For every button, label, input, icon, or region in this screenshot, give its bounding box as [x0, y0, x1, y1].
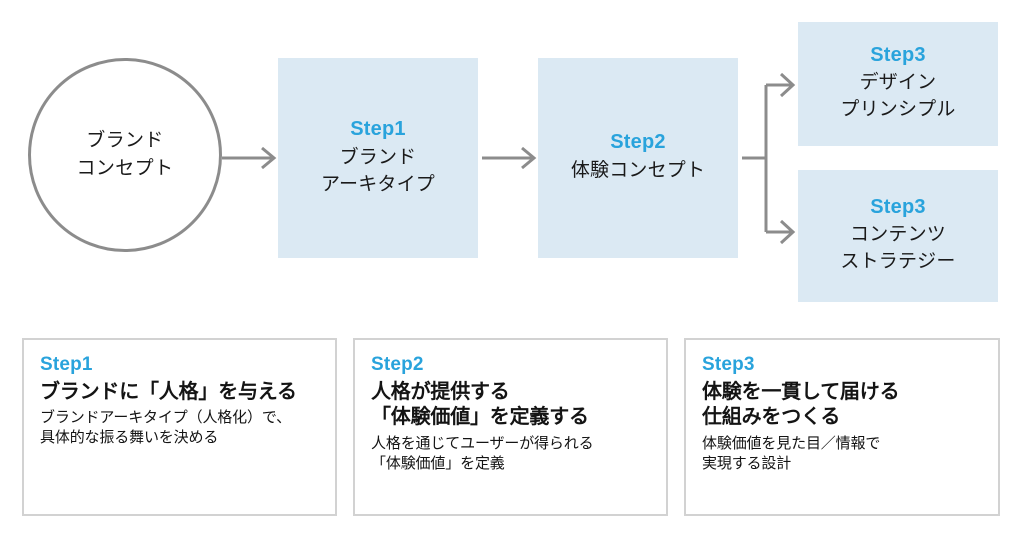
card-step2-title-line-2: 「体験価値」を定義する	[371, 406, 589, 429]
step-box-step2-tag: Step2	[610, 131, 666, 154]
step-box-step1: Step1 ブランド アーキタイプ	[278, 58, 478, 258]
card-step3-title-line-1: 体験を一貫して届ける	[702, 380, 900, 403]
step-box-step3-design-principle-line-1: デザイン	[859, 72, 937, 94]
arrow-head-to-step3a	[779, 72, 796, 98]
step-box-step3-design-principle-tag: Step3	[870, 44, 926, 67]
step-box-step3-content-strategy-line-2: ストラテジー	[840, 251, 956, 272]
node-brand-concept-line-1: ブランド	[86, 130, 164, 152]
node-brand-concept: ブランド コンセプト	[28, 58, 222, 252]
card-row: Step1 ブランドに「人格」を与える ブランドアーキタイプ（人格化）で、 具体…	[22, 338, 1000, 516]
step-box-step1-line-2: アーキタイプ	[320, 173, 435, 195]
step-box-step3-content-strategy-line-1: コンテンツ	[850, 224, 946, 246]
step-box-step1-line-1: ブランド	[339, 146, 417, 168]
step-box-step2-line-1: 体験コンセプト	[570, 160, 706, 182]
card-step3-desc-line-2: 実現する設計	[702, 454, 792, 472]
card-step3-tag: Step3	[702, 354, 755, 375]
card-step2-title-line-1: 人格が提供する	[371, 380, 510, 403]
card-step2-desc-line-2: 「体験価値」を定義	[371, 454, 505, 472]
card-step3-title-line-2: 仕組みをつくる	[702, 406, 841, 429]
card-step3-desc-line-1: 体験価値を見た目／情報で	[702, 434, 881, 452]
arrow-head-circle-to-step1	[261, 146, 277, 170]
step-box-step3-design-principle-line-2: プリンシプル	[840, 99, 956, 120]
card-step2: Step2 人格が提供する 「体験価値」を定義する 人格を通じてユーザーが得られ…	[353, 338, 668, 516]
arrow-head-step1-to-step2	[521, 146, 537, 170]
step-box-step2: Step2 体験コンセプト	[538, 58, 738, 258]
card-step1: Step1 ブランドに「人格」を与える ブランドアーキタイプ（人格化）で、 具体…	[22, 338, 337, 516]
card-step1-tag: Step1	[40, 354, 93, 375]
card-step2-tag: Step2	[371, 354, 424, 375]
card-step2-desc-line-1: 人格を通じてユーザーが得られる	[371, 434, 594, 452]
node-brand-concept-line-2: コンセプト	[76, 158, 174, 179]
step-box-step3-design-principle: Step3 デザイン プリンシプル	[798, 22, 998, 146]
card-step1-desc-line-2: 具体的な振る舞いを決める	[40, 429, 219, 447]
arrow-head-to-step3b	[779, 219, 796, 245]
card-step1-desc-line-1: ブランドアーキタイプ（人格化）で、	[40, 409, 291, 427]
step-box-step3-content-strategy: Step3 コンテンツ ストラテジー	[798, 170, 998, 302]
card-step3: Step3 体験を一貫して届ける 仕組みをつくる 体験価値を見た目／情報で 実現…	[684, 338, 1000, 516]
step-box-step3-content-strategy-tag: Step3	[870, 196, 926, 219]
step-box-step1-tag: Step1	[350, 117, 406, 140]
card-step1-title-line-1: ブランドに「人格」を与える	[40, 380, 297, 403]
